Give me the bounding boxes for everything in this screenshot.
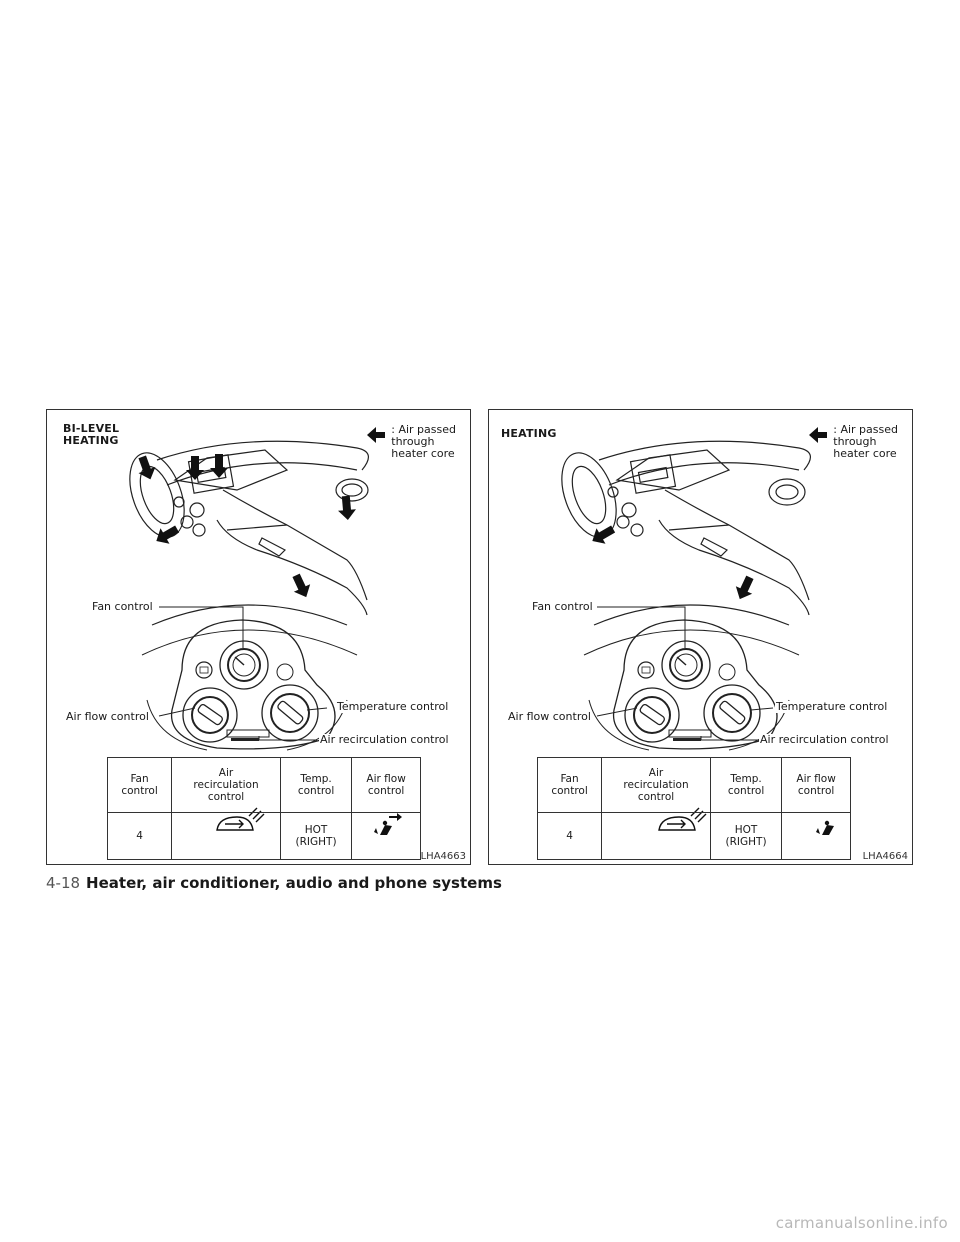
heated-air-arrow-icon: [367, 427, 386, 443]
header-fan: Fan control: [106, 757, 173, 813]
table-value-row: 4 HOT (RIGHT): [106, 812, 421, 860]
figure-bi-level-heating: BI-LEVEL HEATING : Air passed through he…: [46, 409, 471, 865]
settings-table: Fan control Air recirculation control Te…: [536, 757, 851, 860]
header-fan: Fan control: [536, 757, 603, 813]
value-air-flow-icon-cell: [781, 812, 851, 860]
page-footer: 4-18 Heater, air conditioner, audio and …: [46, 874, 502, 892]
header-air-flow: Air flow control: [781, 757, 851, 813]
watermark[interactable]: carmanualsonline.info: [775, 1214, 948, 1232]
figure-heating: HEATING : Air passed through heater core…: [488, 409, 913, 865]
legend-text: : Air passed through heater core: [391, 423, 456, 460]
table-header-row: Fan control Air recirculation control Te…: [106, 757, 421, 813]
section-title: Heater, air conditioner, audio and phone…: [86, 874, 502, 892]
figure-code: LHA4663: [420, 851, 466, 862]
legend: : Air passed through heater core: [365, 424, 456, 460]
temperature-control-label: Temperature control: [336, 700, 450, 713]
value-temp: HOT (RIGHT): [279, 812, 353, 860]
value-fan: 4: [536, 812, 603, 860]
settings-table: Fan control Air recirculation control Te…: [106, 757, 421, 860]
air-recirculation-control-label: Air recirculation control: [319, 733, 450, 746]
header-air-flow: Air flow control: [351, 757, 421, 813]
header-temp: Temp. control: [709, 757, 783, 813]
value-recirculation-icon-cell: [601, 812, 711, 860]
value-fan: 4: [106, 812, 173, 860]
header-recirculation: Air recirculation control: [601, 757, 711, 813]
temperature-control-label: Temperature control: [775, 700, 889, 713]
fan-control-label: Fan control: [531, 600, 594, 613]
legend-text: : Air passed through heater core: [833, 423, 898, 460]
air-flow-control-label: Air flow control: [65, 710, 150, 723]
value-air-flow-icon-cell: [351, 812, 421, 860]
legend: : Air passed through heater core: [807, 424, 898, 460]
table-value-row: 4 HOT (RIGHT): [536, 812, 851, 860]
figure-title: HEATING: [501, 427, 557, 440]
table-header-row: Fan control Air recirculation control Te…: [536, 757, 851, 813]
value-temp: HOT (RIGHT): [709, 812, 783, 860]
figure-code: LHA4664: [862, 851, 908, 862]
value-recirculation-icon-cell: [171, 812, 281, 860]
fan-control-label: Fan control: [91, 600, 154, 613]
header-temp: Temp. control: [279, 757, 353, 813]
air-recirculation-control-label: Air recirculation control: [759, 733, 890, 746]
air-flow-control-label: Air flow control: [507, 710, 592, 723]
heated-air-arrow-icon: [809, 427, 828, 443]
page-number: 4-18: [46, 874, 81, 892]
figure-title: BI-LEVEL HEATING: [63, 422, 120, 447]
header-recirculation: Air recirculation control: [171, 757, 281, 813]
